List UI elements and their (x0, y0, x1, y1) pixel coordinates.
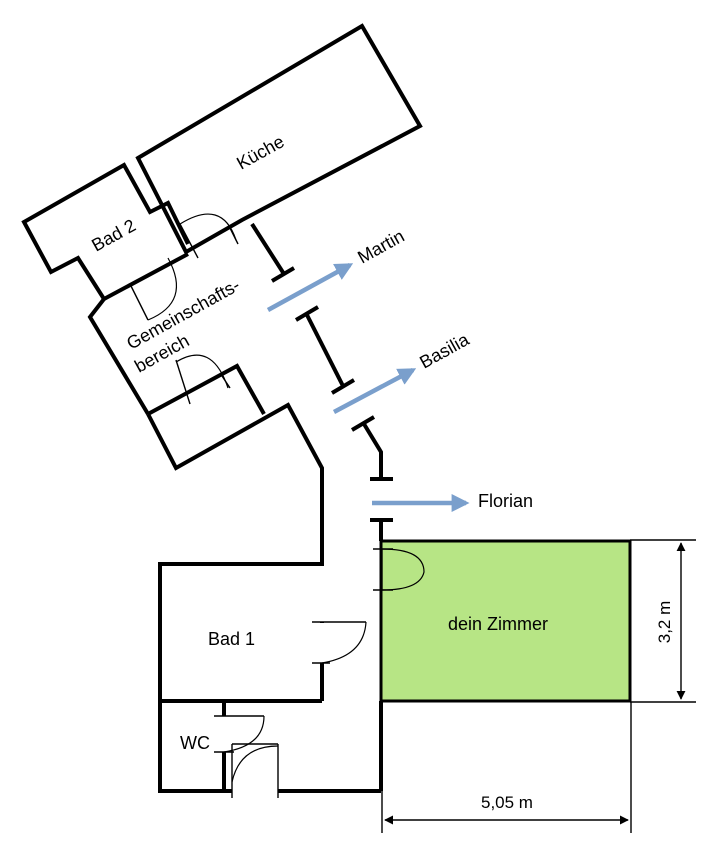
florian-label: Florian (478, 491, 533, 511)
corridor-wall-kueche (250, 222, 286, 276)
wc-door (214, 715, 265, 753)
door-jamb (270, 266, 296, 283)
door-jamb (350, 415, 376, 432)
width-dimension-label: 5,05 m (481, 793, 533, 812)
bad1-wc-exit-door (231, 743, 279, 798)
corridor-wall-mid (304, 312, 345, 387)
door-jamb (294, 305, 320, 322)
arrow-basilia (332, 368, 417, 414)
dimension-height (630, 539, 696, 703)
dein-zimmer-label: dein Zimmer (448, 614, 548, 634)
corridor-wall-basilia (362, 422, 383, 478)
gemeinschaft-door (175, 354, 231, 405)
kueche-door (179, 213, 239, 259)
door-jamb (330, 378, 356, 395)
bad2-gemeinschaft-wall (103, 252, 189, 301)
basilia-label: Basilia (416, 329, 473, 373)
dein-zimmer-room (379, 539, 632, 703)
bad2-door (129, 257, 177, 321)
bad1-door (312, 621, 367, 664)
kueche-label: Küche (233, 131, 287, 173)
bad1-label: Bad 1 (208, 629, 255, 649)
wc-label: WC (180, 733, 210, 753)
martin-label: Martin (354, 226, 407, 268)
dimension-width (381, 702, 632, 833)
kueche-room (135, 23, 423, 255)
bad2-room (21, 162, 190, 301)
gemeinschaftsbereich-room (87, 297, 150, 416)
gemeinschaftsbereich-inner-wall (147, 363, 266, 416)
height-dimension-label: 3,2 m (655, 601, 674, 644)
arrow-martin (266, 263, 354, 312)
bad2-label: Bad 2 (88, 215, 139, 255)
bad1-room (158, 560, 324, 793)
gemeinschaftsbereich-lower-room (146, 402, 324, 560)
zimmer-door (373, 548, 425, 591)
